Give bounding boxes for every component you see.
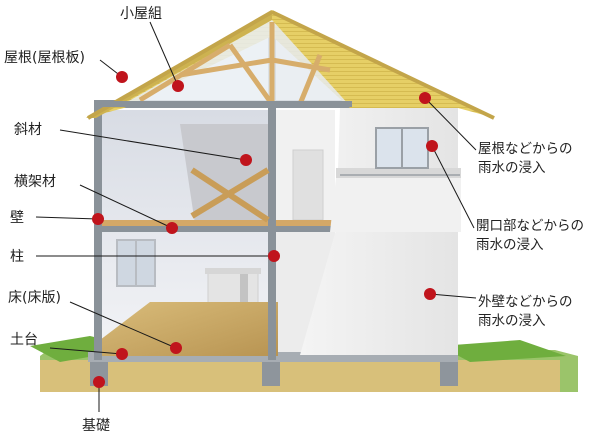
annotation-roof-line2: 雨水の浸入 — [478, 160, 546, 176]
label-kiso: 基礎 — [82, 417, 110, 434]
marker-hashira — [268, 250, 280, 262]
label-dodai: 土台 — [10, 332, 38, 348]
marker-roof-water — [419, 92, 431, 104]
marker-opening-water — [426, 140, 438, 152]
marker-yane — [116, 71, 128, 83]
label-yuka: 床(床版) — [8, 290, 61, 306]
exterior-wall — [300, 108, 461, 355]
marker-dodai — [116, 348, 128, 360]
annotation-roof-line1: 屋根などからの — [478, 141, 573, 157]
marker-koyagumi — [172, 80, 184, 92]
marker-yuka — [170, 342, 182, 354]
braces — [190, 167, 270, 223]
label-shazai: 斜材 — [14, 122, 42, 138]
label-yane: 屋根(屋根板) — [4, 50, 85, 66]
annotation-wall-line1: 外壁などからの — [478, 294, 573, 310]
markers — [92, 71, 438, 388]
label-oukazai: 横架材 — [14, 174, 56, 190]
floor-slab — [100, 302, 278, 356]
marker-kabe — [92, 213, 104, 225]
leader-lines — [35, 21, 477, 412]
label-koyagumi: 小屋組 — [120, 6, 162, 22]
annotation-wall-line2: 雨水の浸入 — [478, 313, 546, 329]
marker-kiso — [93, 376, 105, 388]
annotation-opening-line1: 開口部などからの — [476, 218, 584, 234]
label-hashira: 柱 — [10, 249, 24, 265]
roof — [86, 10, 495, 120]
marker-oukazai — [166, 222, 178, 234]
marker-shazai — [240, 154, 252, 166]
label-kabe: 壁 — [10, 210, 24, 226]
annotation-opening-line2: 雨水の浸入 — [476, 237, 544, 253]
marker-wall-water — [424, 288, 436, 300]
